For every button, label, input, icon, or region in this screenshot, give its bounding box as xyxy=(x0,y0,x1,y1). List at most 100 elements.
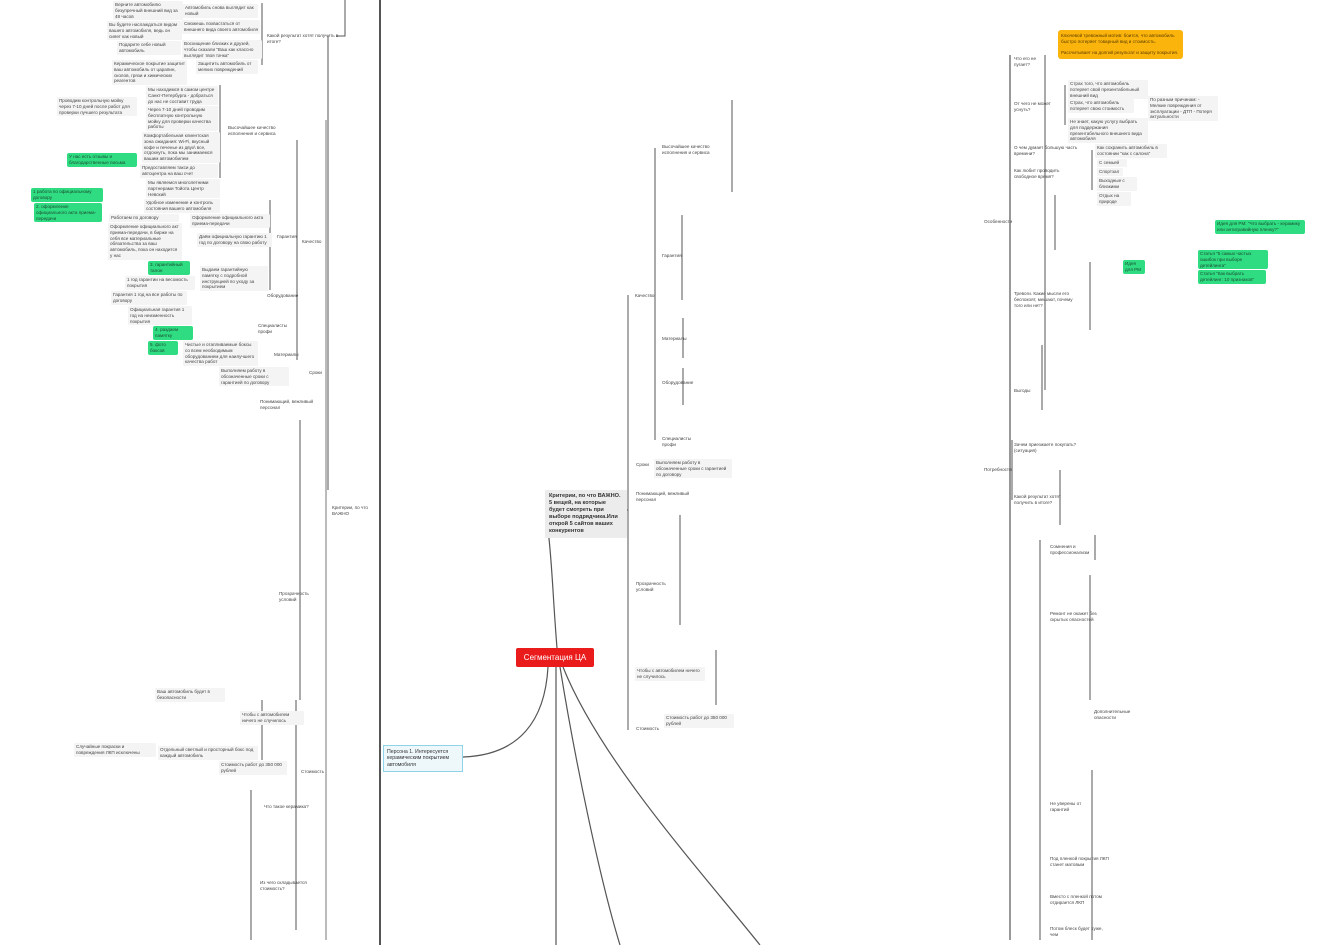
subtopic-node[interactable]: Вы будете наслаждаться видом вашего авто… xyxy=(107,21,182,41)
subtopic-node[interactable]: Чтобы с автомобилем ничего не случилось xyxy=(240,711,304,725)
subtopic-node[interactable]: Сможешь похвастаться от внешнего вида св… xyxy=(182,20,260,34)
branch-topic-node[interactable]: Специалисты профи xyxy=(662,436,692,447)
subtopic-node[interactable]: Страх, что автомобиль потеряет свою стои… xyxy=(1068,99,1134,113)
branch-topic-node[interactable]: Под пленкой покрытия ЛКП станет матовым xyxy=(1050,856,1109,867)
subtopic-node[interactable]: Случайные покраски и повреждения ЛКП иск… xyxy=(74,743,156,757)
branch-topic-node[interactable]: Сомнения и профессионализм xyxy=(1050,544,1090,555)
branch-topic-node[interactable]: Какой результат хотят получить в итоге? xyxy=(267,33,339,44)
branch-topic-node[interactable]: Оборудование xyxy=(267,293,299,298)
branch-topic-node[interactable]: О чем думает большую часть времени? xyxy=(1014,145,1078,156)
idea-note-node[interactable]: Статья "5 самых частых ошибок при выборе… xyxy=(1198,250,1268,270)
subtopic-node[interactable]: Предоставляем такси до автоцентра на ваш… xyxy=(140,164,218,178)
branch-topic-node[interactable]: Высочайшее качество исполнения и сервиса xyxy=(662,144,710,155)
idea-note-node[interactable]: 5. фото боксов xyxy=(148,341,178,355)
branch-topic-node[interactable]: Тревоги. Какие мысли его беспокоят, меша… xyxy=(1014,291,1073,308)
branch-topic-node[interactable]: Гарантия xyxy=(662,253,682,258)
subtopic-node[interactable]: Отдых на природе xyxy=(1097,192,1131,206)
subtopic-node[interactable]: Стоимость работ до 350 000 рублей xyxy=(664,714,734,728)
subtopic-node[interactable]: Официальная гарантия 1 год на неизменнос… xyxy=(128,306,192,326)
subtopic-node[interactable]: 1 год гарантии на весомость покрытия xyxy=(125,276,195,290)
subtopic-node[interactable]: Чистые и отапливаемые боксы со всем необ… xyxy=(183,341,258,367)
subtopic-node[interactable]: Выполняем работу в обозначенные сроки с … xyxy=(219,367,289,387)
branch-topic-node[interactable]: Оборудование xyxy=(662,380,694,385)
branch-topic-node[interactable]: Как любит проводить свободное время? xyxy=(1014,168,1060,179)
subtopic-node[interactable]: Мы находимся в самом центре Санкт-Петерб… xyxy=(146,86,218,106)
branch-topic-node[interactable]: Стоимость xyxy=(301,769,324,774)
highlight-note-node[interactable]: Ключевой тревожный мотив: боится, что ав… xyxy=(1058,30,1183,60)
branch-topic-node[interactable]: Понимающий, вежливый персонал xyxy=(260,399,314,410)
branch-topic-node[interactable]: Качество xyxy=(302,239,322,244)
subtopic-node[interactable]: Автомобиль снова выглядит как новый xyxy=(183,4,258,18)
idea-note-node[interactable]: 4. раздаем памятку xyxy=(153,326,193,340)
branch-topic-node[interactable]: Дополнительные опасности xyxy=(1094,709,1131,720)
branch-topic-node[interactable]: Гарантия xyxy=(277,234,297,239)
central-topic-node[interactable]: Сегментация ЦА xyxy=(516,648,594,667)
subtopic-node[interactable]: Подарите себе новый автомобиль xyxy=(117,41,181,55)
idea-note-node[interactable]: Идея для РМ xyxy=(1123,260,1145,274)
subtopic-node[interactable]: Выходные с близкими xyxy=(1097,177,1137,191)
idea-note-node[interactable]: 3. гарантийный талон xyxy=(148,261,190,275)
subtopic-node[interactable]: Мы являемся многолетними партнерами Тойо… xyxy=(146,179,220,199)
subtopic-node[interactable]: Оформление официального акт приема-перед… xyxy=(108,223,182,260)
subtopic-node[interactable]: Даём официальную гарантию 1 год по догов… xyxy=(197,233,272,247)
branch-topic-node[interactable]: Критерии, по что ВАЖНО xyxy=(332,505,368,516)
branch-topic-node[interactable]: Качество xyxy=(635,293,655,298)
branch-topic-node[interactable]: Прозрачность условий xyxy=(279,591,309,602)
subtopic-node[interactable]: Работаем по договору xyxy=(109,214,179,222)
subtopic-node[interactable]: Комфортабельная клиентская зона ожидания… xyxy=(142,132,220,163)
branch-topic-node[interactable]: От чего не может уснуть? xyxy=(1014,101,1051,112)
subtopic-node[interactable]: Проводим контрольную мойку через 7-10 дн… xyxy=(57,97,137,117)
subtopic-node[interactable]: Защитить автомобиль от мелких повреждени… xyxy=(196,60,258,74)
subtopic-node[interactable]: Выполняем работу в обозначенные сроки с … xyxy=(654,459,732,479)
branch-topic-node[interactable]: Особенности xyxy=(984,219,1013,224)
branch-topic-node[interactable]: Зачем приезжаете покупать? (ситуация) xyxy=(1014,442,1077,453)
persona-topic-node[interactable]: Персона 1. Интересуется керамическим пок… xyxy=(383,745,463,772)
subtopic-node[interactable]: Гарантия 1 год на все работы по договору xyxy=(111,291,187,305)
branch-topic-node[interactable]: Какой результат хотят получить в итоге? xyxy=(1014,494,1061,505)
subtopic-node[interactable]: Не знает, какую услугу выбрать для подде… xyxy=(1068,118,1148,144)
subtopic-node[interactable]: Чтобы с автомобилем ничего не случилось xyxy=(635,667,705,681)
branch-topic-node[interactable]: Высочайшее качество исполнения и сервиса xyxy=(228,125,276,136)
subtopic-node[interactable]: Как сохранить автомобиль в состоянии "ка… xyxy=(1095,144,1167,158)
branch-topic-node[interactable]: Специалисты профи xyxy=(258,323,288,334)
branch-topic-node[interactable]: Сроки xyxy=(309,370,323,375)
subtopic-node[interactable]: Ваш автомобиль будет в безопасности xyxy=(155,688,225,702)
branch-topic-node[interactable]: Стоимость xyxy=(636,726,659,731)
subtopic-node[interactable]: Через 7-10 дней проводим бесплатную конт… xyxy=(146,106,218,132)
branch-topic-node[interactable]: Прозрачность условий xyxy=(636,581,666,592)
subtopic-node[interactable]: Отдельный светлый и просторный бокс под … xyxy=(158,746,258,760)
branch-topic-node[interactable]: Потом блеск будет хуже, чем xyxy=(1050,926,1103,937)
subtopic-node[interactable]: Восхищение близких и друзей, чтобы сказа… xyxy=(182,40,262,60)
subtopic-node[interactable]: Спортзал xyxy=(1097,168,1123,176)
subtopic-node[interactable]: По разным причинам: - Мелкие повреждения… xyxy=(1148,96,1218,122)
criteria-topic-node[interactable]: Критерии, по что ВАЖНО. 5 вещей, на кото… xyxy=(545,490,627,538)
subtopic-node[interactable]: С семьей xyxy=(1097,159,1127,167)
branch-topic-node[interactable]: Материалы xyxy=(662,336,687,341)
branch-topic-node[interactable]: Что такое керамика? xyxy=(264,804,309,809)
idea-note-node[interactable]: 1 работа по официальному договору xyxy=(31,188,103,202)
subtopic-node[interactable]: Верните автомобилю безупречный внешний в… xyxy=(113,1,183,21)
branch-topic-node[interactable]: Выгоды xyxy=(1014,388,1031,393)
branch-topic-node[interactable]: Потребности xyxy=(984,467,1012,472)
branch-topic-node[interactable]: Сроки xyxy=(636,462,650,467)
subtopic-node[interactable]: Стоимость работ до 350 000 рублей xyxy=(219,761,287,775)
branch-topic-node[interactable]: Ремонт не окажет без скрытых опасностей xyxy=(1050,611,1097,622)
panel-divider[interactable] xyxy=(379,0,381,945)
subtopic-node[interactable]: Керамическое покрытие защитит ваш автомо… xyxy=(112,60,187,86)
connector xyxy=(336,0,346,37)
branch-topic-node[interactable]: Не уверены от гарантий xyxy=(1050,801,1082,812)
subtopic-node[interactable]: Удобное изменение и контроль состояния в… xyxy=(144,199,220,213)
subtopic-node[interactable]: Оформление официального акта приема-пере… xyxy=(190,214,270,228)
branch-topic-node[interactable]: Вместо с пленкой потом отдирается ЛКП xyxy=(1050,894,1102,905)
branch-topic-node[interactable]: Материалы xyxy=(274,352,299,357)
idea-note-node[interactable]: 2. оформление официального акта приема-п… xyxy=(34,203,102,223)
idea-note-node[interactable]: Статья "Как выбрать детейлинг: 10 призна… xyxy=(1198,270,1266,284)
idea-note-node[interactable]: Идея для РМ: "Что выбрать - керамику или… xyxy=(1215,220,1305,234)
subtopic-node[interactable]: Выдаем гарантийную памятку с подробной и… xyxy=(200,266,268,292)
idea-note-node[interactable]: У нас есть отзывы и благодарственные пис… xyxy=(67,153,137,167)
branch-topic-node[interactable]: Из чего складывается стоимость? xyxy=(260,880,307,891)
branch-topic-node[interactable]: Что его не пугает? xyxy=(1014,56,1036,67)
branch-topic-node[interactable]: Понимающий, вежливый персонал xyxy=(636,491,690,502)
subtopic-node[interactable]: Страх того, что автомобиль потеряет свой… xyxy=(1068,80,1148,100)
